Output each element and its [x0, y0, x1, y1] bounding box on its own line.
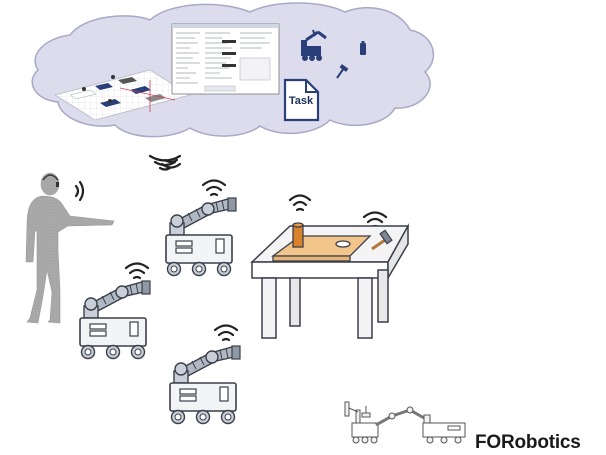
floor-map-icon [54, 69, 191, 121]
wireless-signal-icon [148, 154, 182, 171]
software-window-thumbnail [171, 23, 280, 95]
headset-icon [42, 174, 59, 181]
battery-icon [360, 41, 366, 55]
headset-earpiece [56, 182, 59, 187]
hammer-icon [371, 229, 393, 251]
wireless-signal-icon [362, 211, 388, 229]
robot-icon [301, 29, 327, 61]
task-document-label: Task [289, 95, 314, 107]
human-silhouette [25, 172, 115, 324]
wireless-signal-icon [201, 179, 227, 197]
wireless-signal-icon [124, 262, 150, 280]
mobile-manipulator-robot [169, 345, 241, 425]
hammer-icon [336, 64, 349, 79]
mobile-manipulator-robot [79, 280, 151, 360]
wireless-signal-icon [213, 324, 239, 342]
mobile-manipulator-robot [165, 197, 237, 277]
wireless-signal-icon [74, 180, 85, 202]
brand-name: FORobotics [475, 432, 581, 453]
peg-object [292, 222, 304, 248]
task-document-icon: Task [283, 78, 320, 122]
wireless-signal-icon [288, 194, 312, 212]
forobotics-logo [344, 401, 466, 444]
